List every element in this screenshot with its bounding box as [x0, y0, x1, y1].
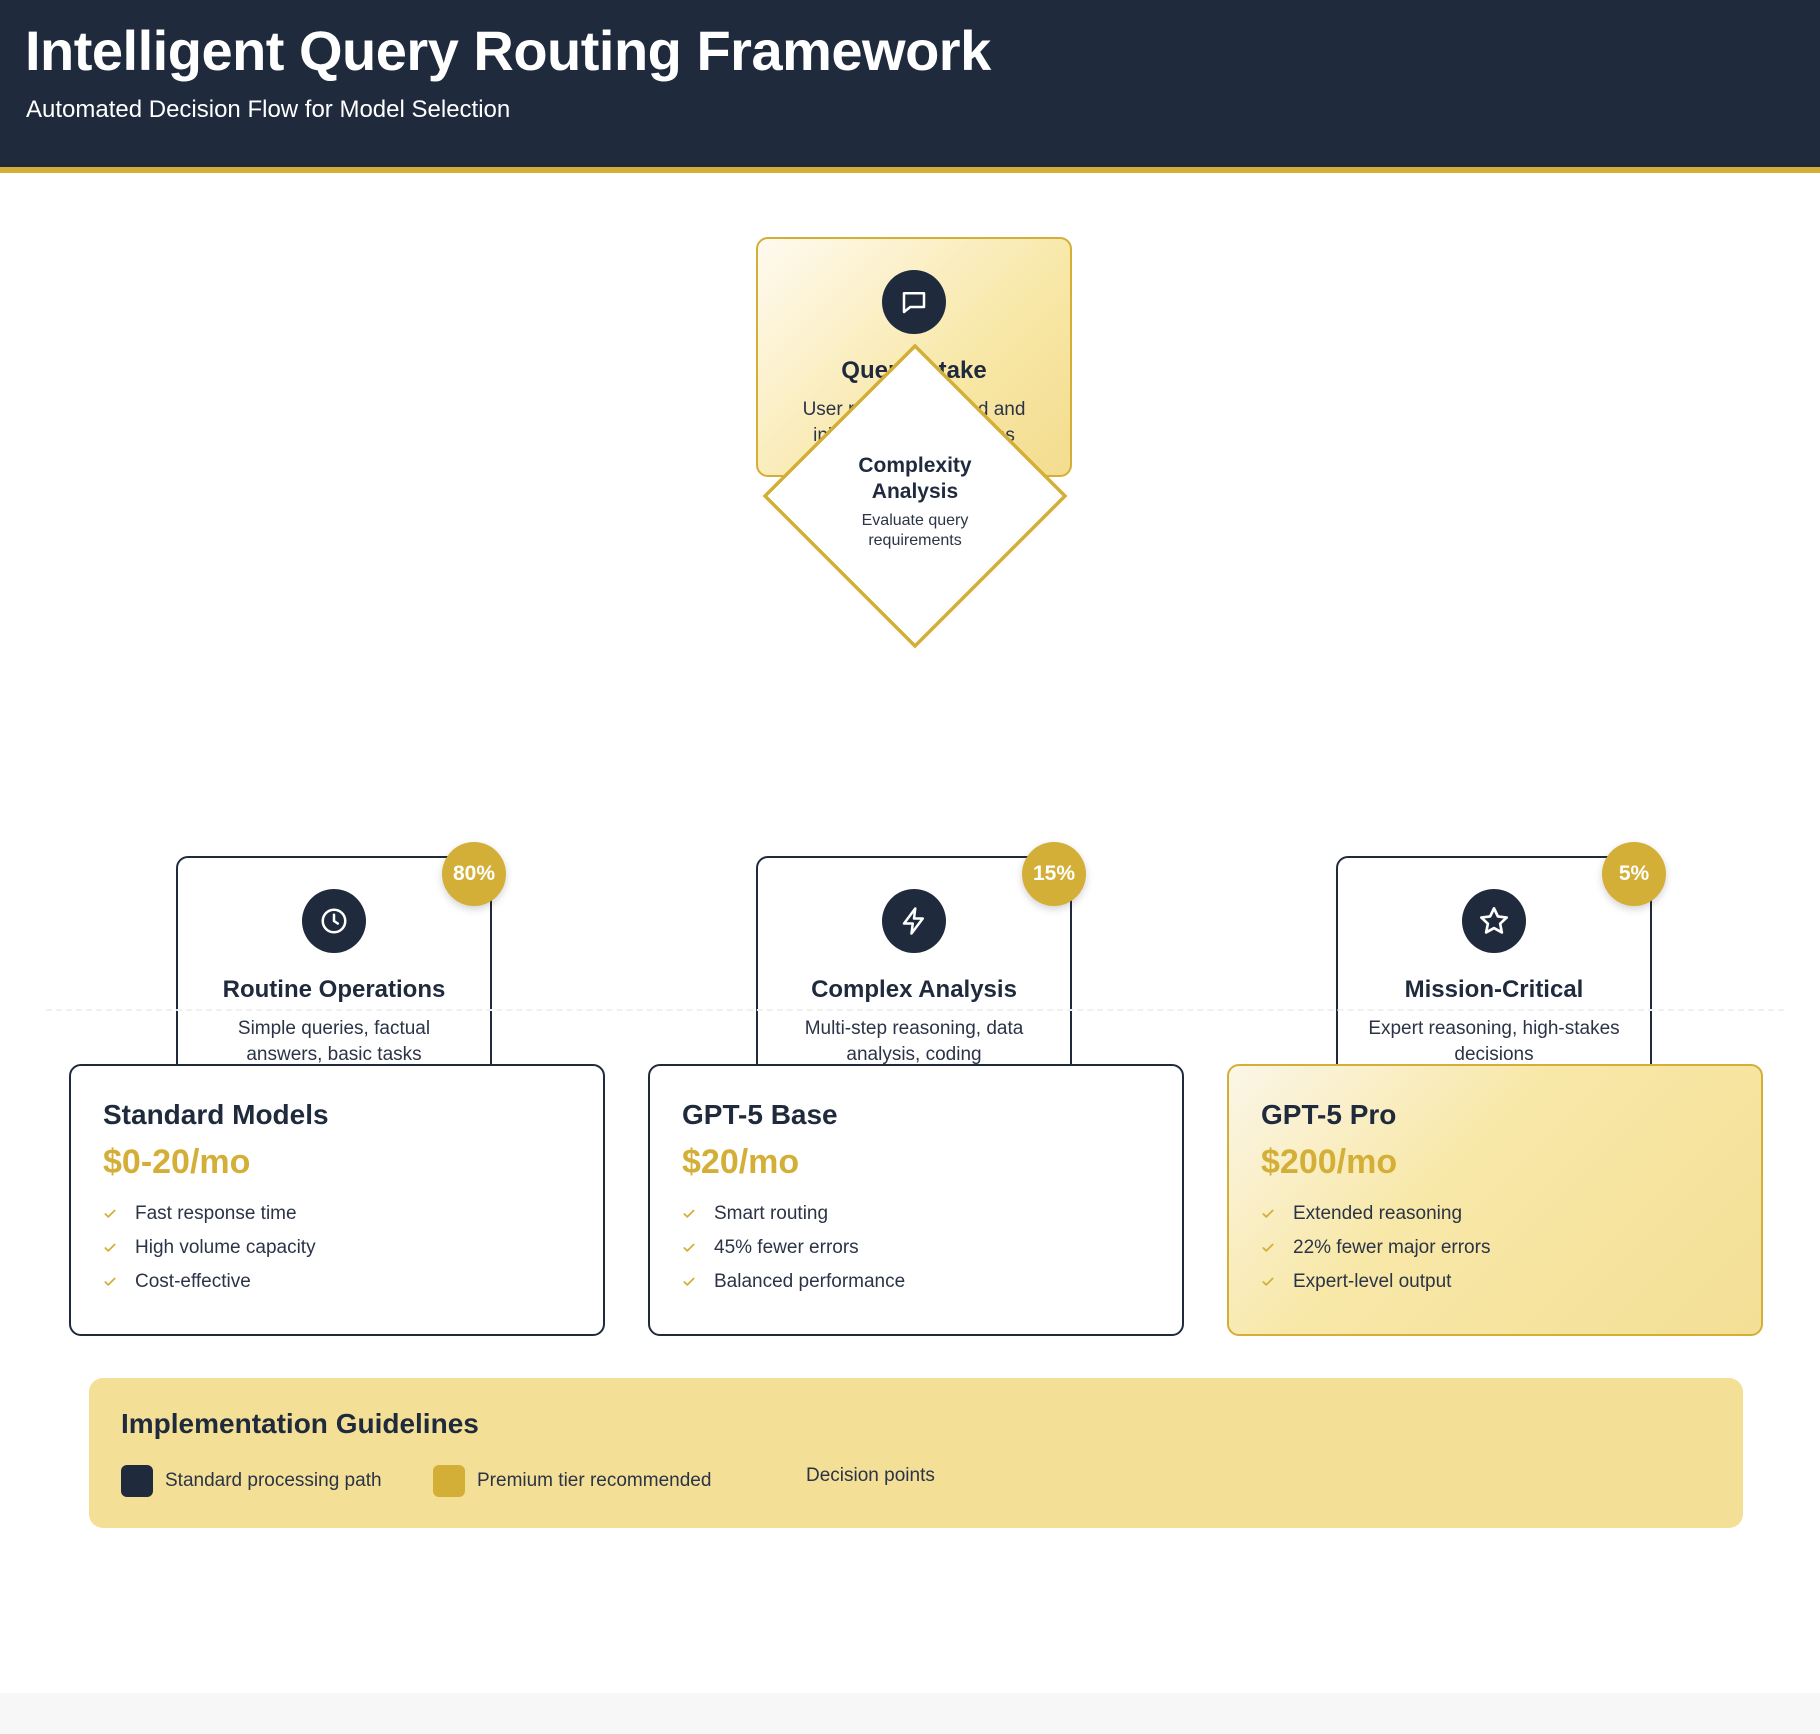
tier-name: Standard Models — [103, 1099, 329, 1130]
mission-critical-node: 5% Mission-Critical Expert reasoning, hi… — [1336, 842, 1666, 1096]
tier-feature: Extended reasoning — [1261, 1197, 1490, 1231]
tier-feature-label: 45% fewer errors — [714, 1237, 859, 1258]
tier-feature: Smart routing — [682, 1197, 905, 1231]
checkmark-icon — [1261, 1207, 1279, 1221]
tier-price: $200/mo — [1261, 1143, 1398, 1181]
checkmark-icon — [1261, 1275, 1279, 1289]
tier-feature-label: Expert-level output — [1293, 1271, 1452, 1292]
tier-feature-list: Extended reasoning 22% fewer major error… — [1261, 1197, 1490, 1299]
checkmark-icon — [1261, 1241, 1279, 1255]
section-divider — [46, 1009, 1784, 1011]
implementation-guidelines-panel: Implementation Guidelines Standard proce… — [89, 1378, 1743, 1528]
page-subtitle: Automated Decision Flow for Model Select… — [26, 96, 511, 123]
tier-feature: Expert-level output — [1261, 1265, 1490, 1299]
tier-feature-label: Fast response time — [135, 1203, 297, 1224]
tier-feature: High volume capacity — [103, 1231, 316, 1265]
gold-swatch — [433, 1465, 465, 1497]
tier-feature: Balanced performance — [682, 1265, 905, 1299]
tier-feature: Fast response time — [103, 1197, 316, 1231]
checkmark-icon — [103, 1275, 121, 1289]
tier-price: $20/mo — [682, 1143, 800, 1181]
tier-card-gpt5-pro: GPT-5 Pro $200/mo Extended reasoning 22%… — [1227, 1064, 1763, 1336]
decision-title: Complexity Analysis — [858, 454, 972, 503]
tier-feature: 45% fewer errors — [682, 1231, 905, 1265]
complexity-analysis-node: Complexity Analysis Evaluate query requi… — [762, 343, 1068, 649]
checkmark-icon — [682, 1275, 700, 1289]
legend-label: Decision points — [806, 1465, 935, 1486]
tier-feature: Cost-effective — [103, 1265, 316, 1299]
routine-operations-node: 80% Routine Operations Simple queries, f… — [176, 842, 506, 1096]
node-title: Mission-Critical — [1404, 976, 1584, 1003]
clock-icon — [302, 889, 366, 953]
tier-feature-label: 22% fewer major errors — [1293, 1237, 1491, 1258]
checkmark-icon — [682, 1241, 700, 1255]
page-title: Intelligent Query Routing Framework — [25, 19, 991, 82]
tier-feature-label: Extended reasoning — [1293, 1203, 1463, 1224]
tier-feature-label: Smart routing — [714, 1203, 829, 1224]
tier-feature-label: Cost-effective — [135, 1271, 251, 1292]
tier-feature-list: Smart routing 45% fewer errors Balanced … — [682, 1197, 905, 1299]
legend-item-decision: Decision points — [806, 1465, 935, 1487]
tier-card-gpt5-base: GPT-5 Base $20/mo Smart routing 45% fewe… — [648, 1064, 1184, 1336]
checkmark-icon — [103, 1241, 121, 1255]
share-badge: 80% — [442, 842, 506, 906]
chat-bubble-icon — [882, 270, 946, 334]
tier-feature-list: Fast response time High volume capacity … — [103, 1197, 316, 1299]
tier-card-standard-models: Standard Models $0-20/mo Fast response t… — [69, 1064, 605, 1336]
tier-price: $0-20/mo — [103, 1143, 251, 1181]
tier-feature-label: Balanced performance — [714, 1271, 906, 1292]
node-title: Routine Operations — [222, 976, 446, 1003]
node-description: Multi-step reasoning, data analysis, cod… — [804, 1018, 1024, 1065]
guidelines-title: Implementation Guidelines — [121, 1408, 479, 1439]
lightning-icon — [882, 889, 946, 953]
share-badge: 15% — [1022, 842, 1086, 906]
node-title: Complex Analysis — [811, 976, 1017, 1003]
node-description: Expert reasoning, high-stakes decisions — [1368, 1018, 1620, 1065]
navy-swatch — [121, 1465, 153, 1497]
decision-description: Evaluate query requirements — [861, 512, 969, 549]
tier-feature-label: High volume capacity — [135, 1237, 316, 1258]
complex-analysis-node: 15% Complex Analysis Multi-step reasonin… — [756, 842, 1086, 1096]
star-icon — [1462, 889, 1526, 953]
page-header: Intelligent Query Routing Framework Auto… — [0, 0, 1820, 173]
decision-diamond — [762, 343, 1068, 649]
legend-label: Standard processing path — [165, 1470, 382, 1491]
checkmark-icon — [682, 1207, 700, 1221]
share-badge: 5% — [1602, 842, 1666, 906]
tier-feature: 22% fewer major errors — [1261, 1231, 1490, 1265]
legend-label: Premium tier recommended — [477, 1470, 712, 1491]
legend-item-premium: Premium tier recommended — [433, 1465, 711, 1497]
tier-name: GPT-5 Base — [682, 1099, 838, 1130]
tier-name: GPT-5 Pro — [1261, 1099, 1397, 1130]
node-description: Simple queries, factual answers, basic t… — [237, 1018, 431, 1065]
legend-item-standard: Standard processing path — [121, 1465, 382, 1497]
checkmark-icon — [103, 1207, 121, 1221]
